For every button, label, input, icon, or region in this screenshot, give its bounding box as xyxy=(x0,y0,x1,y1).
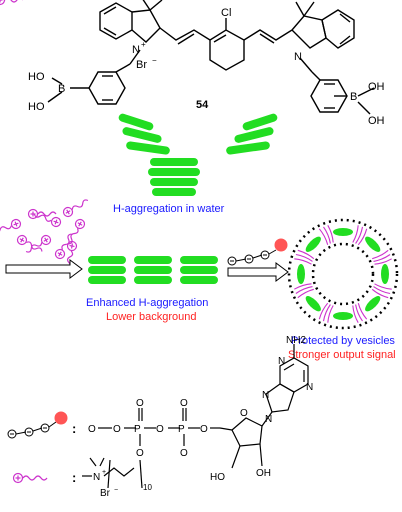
vesicle-surfactant-chain xyxy=(355,304,363,322)
chloro-label: Cl xyxy=(221,7,231,19)
surfactant-structure xyxy=(82,457,143,489)
vesicle-dye-aggregate xyxy=(365,236,381,252)
vesicle-surfactant-chain xyxy=(372,249,389,260)
atp-amine: NH2 xyxy=(286,335,306,346)
legend-surfactant-icon xyxy=(12,472,48,484)
svg-text:O: O xyxy=(240,408,248,419)
boron-left-label: B xyxy=(58,83,65,95)
caption-enhanced-h-aggregation: Enhanced H-aggregation xyxy=(86,297,208,309)
vesicle-surfactant-chain xyxy=(295,253,313,262)
vesicle-surfactant-chain xyxy=(374,258,392,265)
svg-text:O: O xyxy=(136,398,144,409)
caption-h-aggregation-water: H-aggregation in water xyxy=(113,203,225,215)
dye-labels: Cl N + Br − N B HO HO B OH OH 54 xyxy=(28,7,385,127)
vesicle-surfactant-chain xyxy=(318,302,329,320)
vesicle-surfactant-chain xyxy=(294,283,312,290)
svg-text::: : xyxy=(72,470,76,485)
vesicle-surfactant-chain xyxy=(352,225,359,243)
svg-text:O: O xyxy=(180,398,188,409)
svg-text:N: N xyxy=(262,390,269,401)
atp-icon-above-arrow xyxy=(227,238,288,266)
vesicle-dye-aggregate xyxy=(381,264,389,284)
vesicle-surfactant-chain xyxy=(373,286,391,295)
svg-text:−: − xyxy=(152,56,157,65)
cyanine-dye-structure xyxy=(47,0,375,115)
surfactant-labels: N + Br − 10 xyxy=(93,469,152,499)
n-plus-label: N xyxy=(132,44,140,56)
caption-stronger-output-signal: Stronger output signal xyxy=(288,349,396,361)
svg-text:O: O xyxy=(180,448,188,459)
vesicle-surfactant-chain xyxy=(322,304,331,322)
bromide-label: Br xyxy=(136,59,147,71)
vesicle-surfactant-chain xyxy=(323,226,331,244)
vesicle-surfactant-chain xyxy=(371,288,389,299)
svg-text:−: − xyxy=(114,487,118,494)
vesicle-dye-aggregate xyxy=(333,228,353,236)
svg-text:10: 10 xyxy=(143,483,152,492)
atp-labels: O O P O O O P O O O O N N N N NH2 HO OH xyxy=(88,335,313,483)
vesicle-surfactant-chain xyxy=(297,249,315,260)
caption-protected-by-vesicles: Protected by vesicles xyxy=(291,335,395,347)
vesicle-surfactant-chain xyxy=(318,228,329,245)
surfactant-cloud xyxy=(0,0,91,271)
vesicle-dye-aggregate xyxy=(365,296,381,312)
n-neutral-label: N xyxy=(294,51,302,63)
svg-text:N: N xyxy=(278,356,285,367)
svg-text:O: O xyxy=(136,448,144,459)
legend-atp-icon xyxy=(7,411,68,439)
atp-oh-left: HO xyxy=(210,472,225,483)
oh-right-top: OH xyxy=(368,81,385,93)
svg-text:N: N xyxy=(265,414,272,425)
h-aggregate-enhanced xyxy=(88,256,218,284)
vesicle xyxy=(287,218,399,330)
atp-oh-right: OH xyxy=(256,468,271,479)
vesicle-surfactant-chain xyxy=(373,254,391,262)
vesicle-surfactant-chain xyxy=(357,303,368,320)
vesicle-surfactant-chain xyxy=(327,225,334,243)
svg-text:O: O xyxy=(156,424,164,435)
oh-right-bottom: OH xyxy=(368,115,385,127)
atp-structure xyxy=(98,344,309,469)
svg-text:O: O xyxy=(88,424,96,435)
boron-right-label: B xyxy=(350,91,357,103)
vesicle-dye-aggregate xyxy=(305,296,321,312)
oh-left-top: HO xyxy=(28,71,45,83)
svg-text:O: O xyxy=(113,424,121,435)
compound-number: 54 xyxy=(196,99,209,111)
vesicle-surfactant-chain xyxy=(295,286,313,294)
vesicle-surfactant-chain xyxy=(352,305,359,323)
oh-left-bottom: HO xyxy=(28,101,45,113)
vesicle-surfactant-chain xyxy=(374,283,392,290)
vesicle-surfactant-chain xyxy=(357,228,368,246)
h-aggregate-water xyxy=(118,113,278,196)
svg-text:N: N xyxy=(306,382,313,393)
svg-text:Br: Br xyxy=(100,488,111,499)
caption-lower-background: Lower background xyxy=(106,311,197,323)
svg-text:P: P xyxy=(134,424,141,435)
svg-text:N: N xyxy=(93,472,100,483)
svg-text::: : xyxy=(72,421,76,436)
vesicle-surfactant-chain xyxy=(355,226,364,244)
svg-text:P: P xyxy=(178,424,185,435)
svg-text:+: + xyxy=(141,40,146,49)
vesicle-surfactant-chain xyxy=(294,258,312,265)
vesicle-surfactant-chain xyxy=(327,305,334,323)
svg-text:O: O xyxy=(200,424,208,435)
vesicle-dye-aggregate xyxy=(333,312,353,320)
vesicle-dye-aggregate xyxy=(297,264,305,284)
vesicle-dye-aggregate xyxy=(305,236,321,252)
svg-text:+: + xyxy=(102,469,106,476)
process-arrow-1 xyxy=(5,259,83,279)
vesicle-surfactant-chain xyxy=(297,288,314,299)
process-arrow-2 xyxy=(227,262,289,282)
